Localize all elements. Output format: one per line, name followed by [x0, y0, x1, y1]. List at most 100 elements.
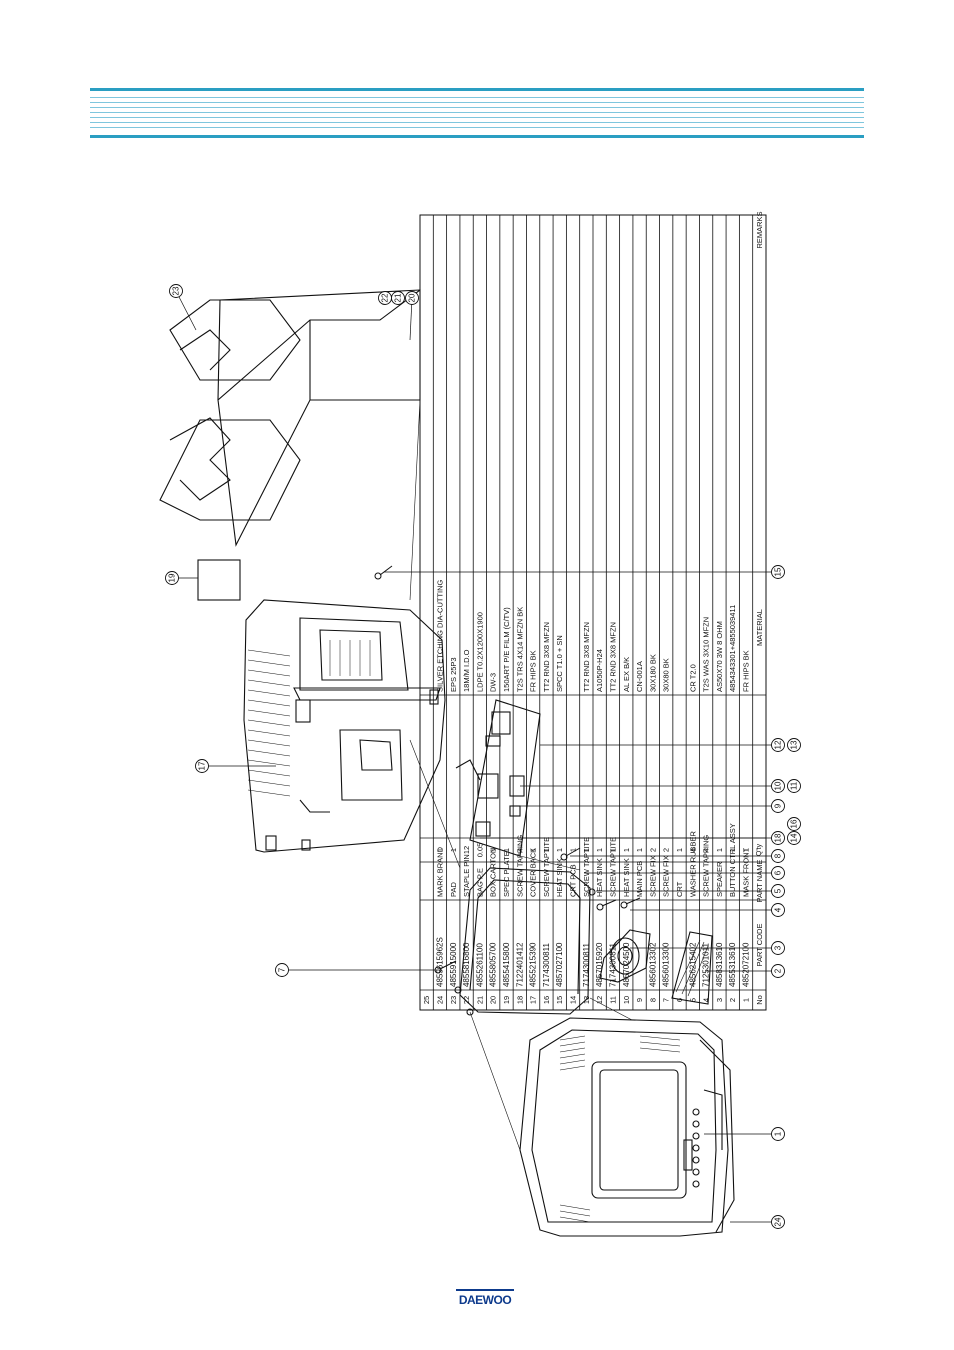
table-cell-qty: 4 — [702, 848, 711, 852]
table-cell-name: SPEC PLATE — [502, 851, 511, 897]
table-cell-material: 150ART P/E FILM (C/TV) — [502, 607, 511, 692]
table-cell-code: 4856215402 — [688, 942, 697, 987]
table-header-no: No — [755, 995, 764, 1005]
callout-label: 6 — [774, 870, 783, 875]
table-cell-qty: 1 — [502, 848, 511, 852]
table-cell-name: PAD — [449, 882, 458, 897]
table-cell-name: MASK FRONT — [742, 847, 751, 897]
spec-plate-drawing — [197, 559, 241, 601]
table-cell-name: BUTTON CTRL ASSY — [728, 823, 737, 897]
table-cell-name: CRT — [675, 881, 684, 897]
table-cell-code: 7122401412 — [515, 942, 524, 987]
callout-label: 23 — [172, 286, 181, 295]
mask-front-drawing — [519, 1017, 735, 1237]
table-cell-name: SCREW TAPPING — [702, 835, 711, 897]
table-cell-name: SCREW TAPTITE — [608, 837, 617, 897]
table-cell-name: WASHER RUBBER — [688, 830, 697, 897]
table-cell-no: 2 — [728, 998, 737, 1002]
table-cell-qty: 1 — [728, 848, 737, 852]
callout-label: 5 — [774, 888, 783, 893]
callout-label: 10 — [774, 781, 783, 790]
table-cell-name: HEAT SINK — [622, 858, 631, 897]
callout-label: 3 — [774, 945, 783, 950]
table-header-material: MATERIAL — [755, 609, 764, 646]
table-cell-qty: 1 — [622, 848, 631, 852]
table-cell-material: CN-001A — [635, 661, 644, 692]
callout-label: 19 — [168, 573, 177, 582]
table-cell-no: 24 — [435, 996, 444, 1004]
table-cell-qty: 2 — [648, 848, 657, 852]
table-cell-code: 4856013300 — [662, 942, 671, 987]
table-cell-code: 4857024500 — [622, 942, 631, 987]
table-cell-code: 4855215390 — [529, 942, 538, 987]
callout-label: 13 — [790, 740, 799, 749]
table-cell-name: BAG P.E — [475, 868, 484, 897]
table-cell-code: 4856013302 — [648, 942, 657, 987]
table-cell-material: T2S WAS 3X10 MFZN — [702, 617, 711, 692]
box-carton-drawing — [159, 288, 421, 547]
table-cell-material: 18M/M I.D.O — [462, 649, 471, 692]
callout-label: 24 — [774, 1217, 783, 1226]
table-cell-qty: 1 — [635, 848, 644, 852]
table-cell-code: 4855313610 — [728, 942, 737, 987]
header-band — [90, 88, 864, 138]
table-cell-code: 7125301011 — [702, 943, 711, 987]
table-cell-material: AL EX B/K — [622, 657, 631, 692]
table-cell-qty: 12 — [462, 846, 471, 854]
callout-label: 9 — [774, 803, 783, 808]
table-cell-code: 7174300811 — [582, 943, 591, 987]
table-cell-name: MAIN PCB — [635, 861, 644, 897]
callout-label: 8 — [774, 853, 783, 858]
table-cell-code: 4855415800 — [502, 942, 511, 987]
table-cell-code: 4857015920 — [595, 942, 604, 987]
table-header-name: PART NAME — [755, 860, 764, 903]
table-cell-code: 4855805700 — [489, 942, 498, 987]
callout-label: 14 — [790, 833, 799, 842]
table-cell-no: 11 — [608, 996, 617, 1004]
table-cell-name: SCREW FIX — [648, 855, 657, 897]
table-cell-qty: 1 — [595, 848, 604, 852]
callout-label: 16 — [790, 819, 799, 828]
table-cell-no: 5 — [688, 998, 697, 1002]
callout-label: 7 — [278, 967, 287, 972]
table-cell-name: CRT PCB — [569, 864, 578, 897]
table-cell-name: SCREW TAPTITE — [542, 837, 551, 897]
callout-label: 12 — [774, 740, 783, 749]
table-cell-material: FR HIPS BK — [742, 650, 751, 692]
table-cell-no: 23 — [449, 996, 458, 1004]
table-cell-no: 15 — [555, 996, 564, 1004]
table-header-code: PART CODE — [755, 924, 764, 967]
table-cell-qty: 1 — [435, 848, 444, 852]
table-cell-no: 4 — [702, 998, 711, 1002]
button-ctrl-drawing — [671, 931, 713, 1005]
table-cell-qty: 2 — [662, 848, 671, 852]
table-cell-qty: 1 — [529, 848, 538, 852]
table-cell-code: 7174300811 — [542, 943, 551, 987]
table-cell-qty: 1 — [489, 848, 498, 852]
table-cell-name: HEAT SINK — [595, 858, 604, 897]
table-cell-qty: 1 — [608, 848, 617, 852]
table-cell-material: EPS 25P3 — [449, 657, 458, 692]
table-cell-material: TT2 RND 3X8 MFZN — [582, 622, 591, 692]
table-cell-qty: 1 — [542, 848, 551, 852]
table-cell-material: DW-3 — [489, 673, 498, 692]
table-cell-material: TT2 RND 3X8 MFZN — [542, 622, 551, 692]
logo-text: DAEWOO — [458, 1293, 512, 1307]
table-cell-material: 30X80 BK — [662, 658, 671, 692]
table-cell-material: CR T2.0 — [688, 664, 697, 692]
table-cell-material: LDPE T0.2X1200X1900 — [475, 612, 484, 692]
table-cell-code: 4855615962S — [435, 937, 444, 987]
table-cell-code: 4855915000 — [449, 942, 458, 987]
table-cell-code: 7174300811 — [608, 943, 617, 987]
table-cell-no: 20 — [489, 996, 498, 1004]
table-cell-code: 4852072100 — [742, 942, 751, 987]
table-cell-name: SCREW TAPTITE — [582, 837, 591, 897]
callout-label: 11 — [790, 781, 799, 790]
table-cell-no: 17 — [529, 996, 538, 1004]
table-cell-no: 6 — [675, 998, 684, 1002]
table-header-qty: Q'ty — [756, 843, 763, 856]
table-cell-no: 19 — [502, 996, 511, 1004]
